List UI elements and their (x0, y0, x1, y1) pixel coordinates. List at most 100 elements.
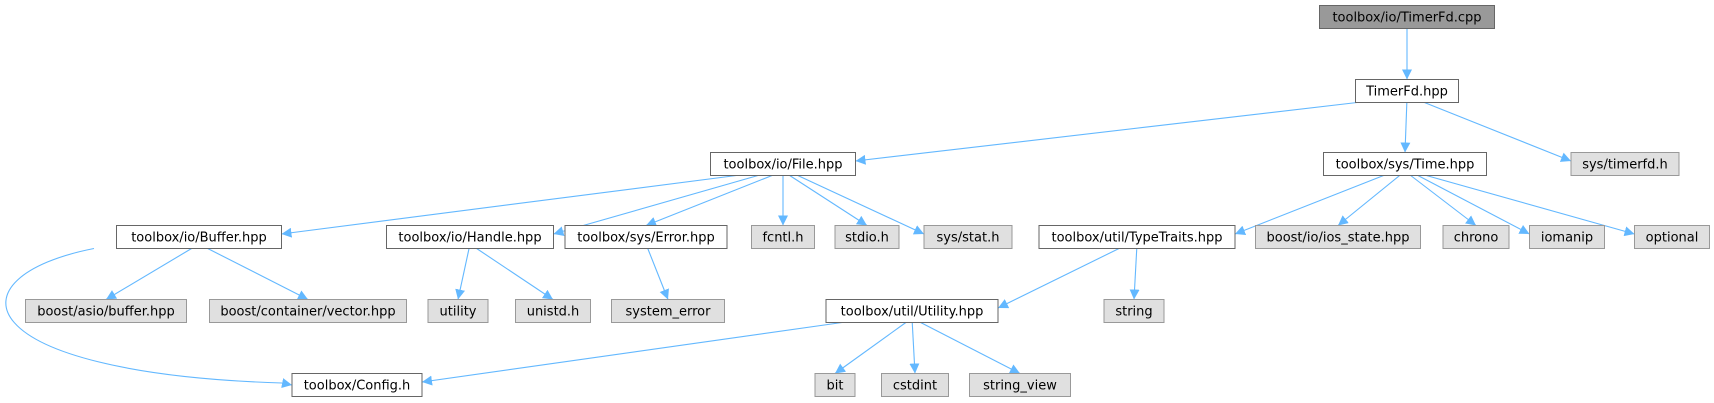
node-config-h[interactable]: toolbox/Config.h (291, 373, 423, 397)
node-box (1103, 299, 1165, 323)
node-error-hpp[interactable]: toolbox/sys/Error.hpp (564, 225, 728, 249)
node-box (969, 373, 1071, 397)
node-sys-stat: sys/stat.h (923, 225, 1013, 249)
node-label: toolbox/util/Utility.hpp (841, 305, 984, 320)
edge-handle_hpp-to-unistd (476, 248, 554, 300)
edge-time_hpp-to-chrono (1410, 175, 1477, 226)
node-buffer-hpp[interactable]: toolbox/io/Buffer.hpp (116, 225, 282, 249)
node-label: boost/container/vector.hpp (220, 305, 395, 320)
node-utility: utility (427, 299, 489, 323)
node-label: boost/asio/buffer.hpp (37, 305, 175, 320)
node-box (834, 225, 900, 249)
node-box (1038, 225, 1236, 249)
node-root[interactable]: toolbox/io/TimerFd.cpp (1319, 5, 1495, 29)
node-unistd: unistd.h (515, 299, 591, 323)
node-cstdint: cstdint (881, 373, 949, 397)
node-box (825, 299, 999, 323)
node-utility-hpp[interactable]: toolbox/util/Utility.hpp (825, 299, 999, 323)
node-label: toolbox/sys/Error.hpp (577, 231, 714, 246)
node-box (1442, 225, 1510, 249)
node-file-hpp[interactable]: toolbox/io/File.hpp (710, 152, 856, 176)
edge-utility_hpp-to-cstdint (909, 322, 920, 374)
edge-file_hpp-to-buffer_hpp (281, 174, 737, 238)
node-label: sys/stat.h (937, 231, 1000, 246)
node-label: string_view (983, 379, 1057, 394)
node-ios-state: boost/io/ios_state.hpp (1255, 225, 1421, 249)
edge-buffer_hpp-to-config_h (5, 247, 293, 388)
edge-file_hpp-to-handle_hpp (553, 174, 759, 237)
node-label: toolbox/Config.h (304, 379, 411, 394)
node-asio-buffer: boost/asio/buffer.hpp (25, 299, 187, 323)
node-label: toolbox/util/TypeTraits.hpp (1052, 231, 1223, 246)
node-box (427, 299, 489, 323)
edge-time_hpp-to-typetraits_hpp (1234, 174, 1384, 235)
node-box (1529, 225, 1605, 249)
node-box (564, 225, 728, 249)
node-box (209, 299, 407, 323)
node-bit: bit (814, 373, 856, 397)
edge-timerfd_hpp-to-sys_timerfd (1424, 101, 1572, 162)
node-box (116, 225, 282, 249)
node-box (881, 373, 949, 397)
node-box (814, 373, 856, 397)
edge-buffer_hpp-to-container_vector (207, 248, 309, 300)
edge-time_hpp-to-iomanip (1417, 175, 1530, 235)
node-label: toolbox/sys/Time.hpp (1336, 158, 1475, 173)
node-system-error: system_error (611, 299, 725, 323)
node-typetraits-hpp[interactable]: toolbox/util/TypeTraits.hpp (1038, 225, 1236, 249)
edge-file_hpp-to-error_hpp (645, 174, 773, 227)
edge-typetraits_hpp-to-string (1129, 248, 1140, 300)
node-box (1323, 152, 1487, 176)
node-box (1570, 152, 1680, 176)
node-label: toolbox/io/Buffer.hpp (131, 231, 267, 246)
node-box (515, 299, 591, 323)
edge-timerfd_hpp-to-time_hpp (1400, 102, 1411, 153)
node-box (1319, 5, 1495, 29)
node-iomanip: iomanip (1529, 225, 1605, 249)
node-label: utility (440, 305, 477, 320)
edge-file_hpp-to-sys_stat (797, 175, 925, 235)
node-box (751, 225, 815, 249)
node-timerfd-hpp[interactable]: TimerFd.hpp (1355, 79, 1459, 103)
edges (5, 28, 1635, 388)
node-label: system_error (626, 305, 712, 320)
node-box (710, 152, 856, 176)
edge-timerfd_hpp-to-file_hpp (855, 101, 1358, 165)
node-label: string (1115, 305, 1152, 320)
node-stdio: stdio.h (834, 225, 900, 249)
node-label: unistd.h (527, 305, 580, 320)
edge-error_hpp-to-system_error (647, 248, 669, 300)
node-string: string (1103, 299, 1165, 323)
edge-time_hpp-to-ios_state (1337, 175, 1400, 226)
node-sys-timerfd: sys/timerfd.h (1570, 152, 1680, 176)
node-label: fcntl.h (762, 231, 803, 246)
node-label: toolbox/io/TimerFd.cpp (1332, 11, 1481, 26)
node-box (1355, 79, 1459, 103)
node-label: stdio.h (845, 231, 889, 246)
edge-file_hpp-to-stdio (789, 175, 868, 226)
node-handle-hpp[interactable]: toolbox/io/Handle.hpp (386, 225, 554, 249)
node-box (25, 299, 187, 323)
edge-handle_hpp-to-utility (455, 248, 470, 300)
edge-utility_hpp-to-bit (834, 322, 907, 374)
edge-buffer_hpp-to-asio_buffer (105, 248, 192, 300)
node-box (291, 373, 423, 397)
node-box (1634, 225, 1710, 249)
node-label: bit (827, 379, 844, 394)
node-chrono: chrono (1442, 225, 1510, 249)
node-label: iomanip (1541, 231, 1593, 246)
node-label: chrono (1454, 231, 1499, 246)
edge-typetraits_hpp-to-utility_hpp (997, 248, 1120, 309)
node-label: toolbox/io/Handle.hpp (398, 231, 541, 246)
node-box (923, 225, 1013, 249)
node-box (611, 299, 725, 323)
node-label: optional (1646, 231, 1699, 246)
node-label: cstdint (893, 379, 937, 394)
edge-time_hpp-to-optional (1426, 174, 1635, 237)
node-label: sys/timerfd.h (1582, 158, 1668, 173)
node-string-view: string_view (969, 373, 1071, 397)
node-fcntl: fcntl.h (751, 225, 815, 249)
node-time-hpp[interactable]: toolbox/sys/Time.hpp (1323, 152, 1487, 176)
node-label: boost/io/ios_state.hpp (1267, 231, 1410, 246)
